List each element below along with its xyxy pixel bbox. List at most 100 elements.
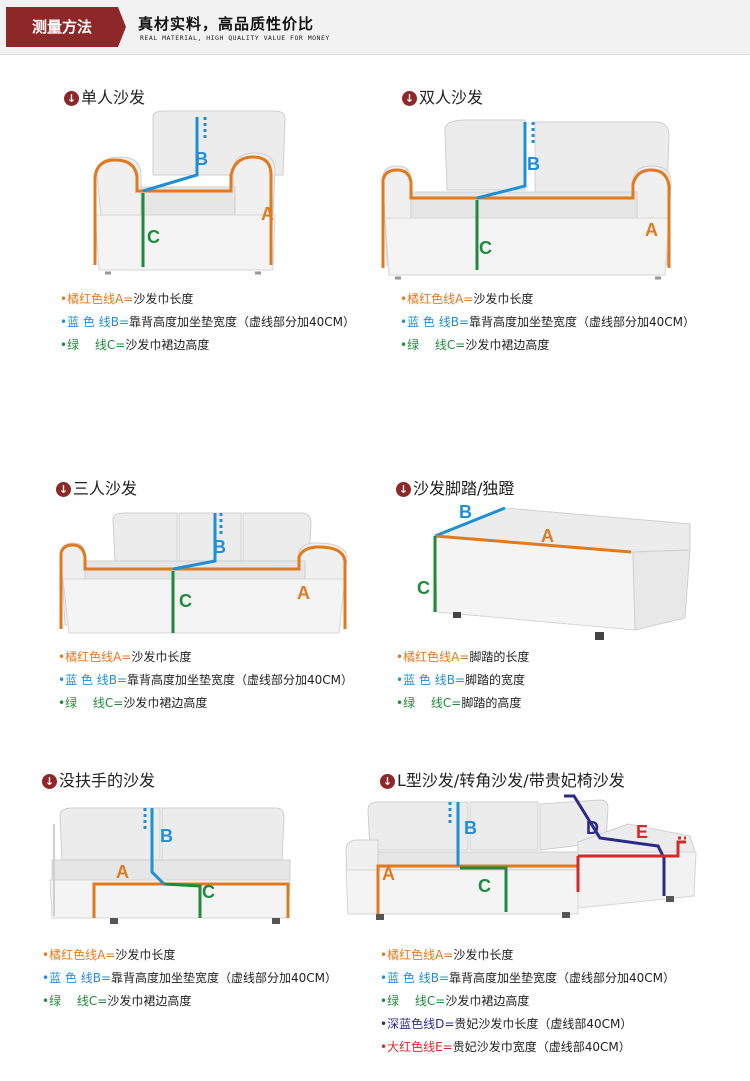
bullet: • (396, 650, 404, 664)
armless-sofa-diagram: B A C (49, 807, 291, 924)
label-a: A (382, 864, 395, 884)
bullet: • (380, 971, 388, 985)
legend-armless: •橘红色线A=沙发巾长度 •蓝 色 线B=靠背高度加坐垫宽度（虚线部分加40CM… (42, 944, 337, 1013)
l-shape-sofa-diagram: B A C D E (345, 794, 697, 920)
bullet: • (400, 315, 408, 329)
legend-text: 脚踏的高度 (461, 696, 522, 710)
bullet: • (380, 994, 388, 1008)
bullet: • (396, 696, 404, 710)
label-a: A (541, 526, 554, 546)
legend-text: 靠背高度加坐垫宽度（虚线部分加40CM） (469, 315, 696, 329)
legend-key: 橘红色线A= (403, 650, 470, 664)
section-title-triple: ↓三人沙发 (56, 475, 137, 499)
download-circle-icon: ↓ (380, 774, 395, 789)
ottoman-diagram: B A C (417, 502, 691, 640)
legend-key: 绿 线C= (65, 696, 124, 710)
legend-key: 蓝 色 线B= (65, 673, 127, 687)
label-b: B (195, 149, 208, 169)
label-a: A (261, 204, 274, 224)
legend-row: •蓝 色 线B=靠背高度加坐垫宽度（虚线部分加40CM） (42, 967, 337, 990)
download-circle-icon: ↓ (56, 482, 71, 497)
legend-row: •橘红色线A=沙发巾长度 (60, 288, 355, 311)
label-a: A (116, 862, 129, 882)
label-b: B (459, 502, 472, 522)
label-c: C (478, 876, 491, 896)
bullet: • (60, 315, 68, 329)
legend-text: 沙发巾裙边高度 (107, 994, 192, 1008)
bullet: • (400, 292, 408, 306)
legend-row: •橘红色线A=沙发巾长度 (58, 646, 353, 669)
legend-row: •绿 线C=脚踏的高度 (396, 692, 529, 715)
download-circle-icon: ↓ (64, 91, 79, 106)
legend-text: 贵妃沙发巾宽度（虚线部40CM） (452, 1040, 631, 1054)
triple-sofa-diagram: B C A (59, 512, 348, 634)
legend-text: 靠背高度加坐垫宽度（虚线部分加40CM） (111, 971, 338, 985)
bullet: • (42, 994, 50, 1008)
bullet: • (60, 338, 68, 352)
label-c: C (147, 227, 160, 247)
label-b: B (527, 154, 540, 174)
legend-text: 沙发巾长度 (133, 292, 194, 306)
legend-key: 绿 线C= (67, 338, 126, 352)
section-title-text: L型沙发/转角沙发/带贵妃椅沙发 (397, 771, 625, 790)
legend-row: •深蓝色线D=贵妃沙发巾长度（虚线部40CM） (380, 1013, 675, 1036)
legend-row: •蓝 色 线B=靠背高度加坐垫宽度（虚线部分加40CM） (58, 669, 353, 692)
label-e: E (636, 822, 648, 842)
label-b: B (213, 537, 226, 557)
header-tab: 测量方法 (6, 7, 126, 47)
download-circle-icon: ↓ (402, 91, 417, 106)
legend-single: •橘红色线A=沙发巾长度 •蓝 色 线B=靠背高度加坐垫宽度（虚线部分加40CM… (60, 288, 355, 357)
page-header: 测量方法 真材实料，高品质性价比 REAL MATERIAL, HIGH QUA… (0, 0, 750, 54)
legend-text: 沙发巾长度 (473, 292, 534, 306)
bullet: • (42, 948, 50, 962)
bullet: • (380, 1040, 388, 1054)
legend-row: •大红色线E=贵妃沙发巾宽度（虚线部40CM） (380, 1036, 675, 1059)
label-a: A (645, 220, 658, 240)
legend-text: 沙发巾长度 (131, 650, 192, 664)
section-title-armless: ↓没扶手的沙发 (42, 767, 155, 791)
legend-text: 沙发巾裙边高度 (465, 338, 550, 352)
legend-row: •蓝 色 线B=靠背高度加坐垫宽度（虚线部分加40CM） (60, 311, 355, 334)
bullet: • (380, 1017, 388, 1031)
bullet: • (400, 338, 408, 352)
label-c: C (417, 578, 430, 598)
legend-row: •绿 线C=沙发巾裙边高度 (42, 990, 337, 1013)
legend-key: 橘红色线A= (49, 948, 116, 962)
legend-key: 绿 线C= (407, 338, 466, 352)
legend-row: •橘红色线A=沙发巾长度 (400, 288, 695, 311)
label-b: B (160, 826, 173, 846)
download-circle-icon: ↓ (42, 774, 57, 789)
legend-key: 橘红色线A= (387, 948, 454, 962)
double-sofa-diagram: B C A (381, 119, 672, 280)
section-title-text: 单人沙发 (81, 88, 146, 107)
section-title-text: 沙发脚踏/独蹬 (413, 479, 515, 498)
legend-key: 橘红色线A= (67, 292, 134, 306)
legend-key: 大红色线E= (387, 1040, 453, 1054)
legend-row: •橘红色线A=脚踏的长度 (396, 646, 529, 669)
legend-key: 绿 线C= (387, 994, 446, 1008)
label-d: D (586, 818, 599, 838)
section-title-text: 三人沙发 (73, 479, 138, 498)
legend-text: 靠背高度加坐垫宽度（虚线部分加40CM） (449, 971, 676, 985)
legend-key: 蓝 色 线B= (49, 971, 111, 985)
legend-key: 蓝 色 线B= (407, 315, 469, 329)
download-circle-icon: ↓ (396, 482, 411, 497)
label-c: C (202, 882, 215, 902)
legend-row: •橘红色线A=沙发巾长度 (380, 944, 675, 967)
legend-row: •绿 线C=沙发巾裙边高度 (400, 334, 695, 357)
legend-lshape: •橘红色线A=沙发巾长度 •蓝 色 线B=靠背高度加坐垫宽度（虚线部分加40CM… (380, 944, 675, 1059)
section-title-double: ↓双人沙发 (402, 84, 483, 108)
header-title: 真材实料，高品质性价比 (138, 15, 315, 33)
legend-text: 沙发巾裙边高度 (445, 994, 530, 1008)
bullet: • (58, 696, 66, 710)
bullet: • (58, 673, 66, 687)
legend-key: 蓝 色 线B= (403, 673, 465, 687)
legend-row: •蓝 色 线B=靠背高度加坐垫宽度（虚线部分加40CM） (380, 967, 675, 990)
section-title-single: ↓单人沙发 (64, 84, 145, 108)
bullet: • (380, 948, 388, 962)
bullet: • (42, 971, 50, 985)
legend-text: 脚踏的长度 (469, 650, 530, 664)
legend-text: 靠背高度加坐垫宽度（虚线部分加40CM） (127, 673, 354, 687)
legend-key: 深蓝色线D= (387, 1017, 455, 1031)
legend-row: •绿 线C=沙发巾裙边高度 (58, 692, 353, 715)
